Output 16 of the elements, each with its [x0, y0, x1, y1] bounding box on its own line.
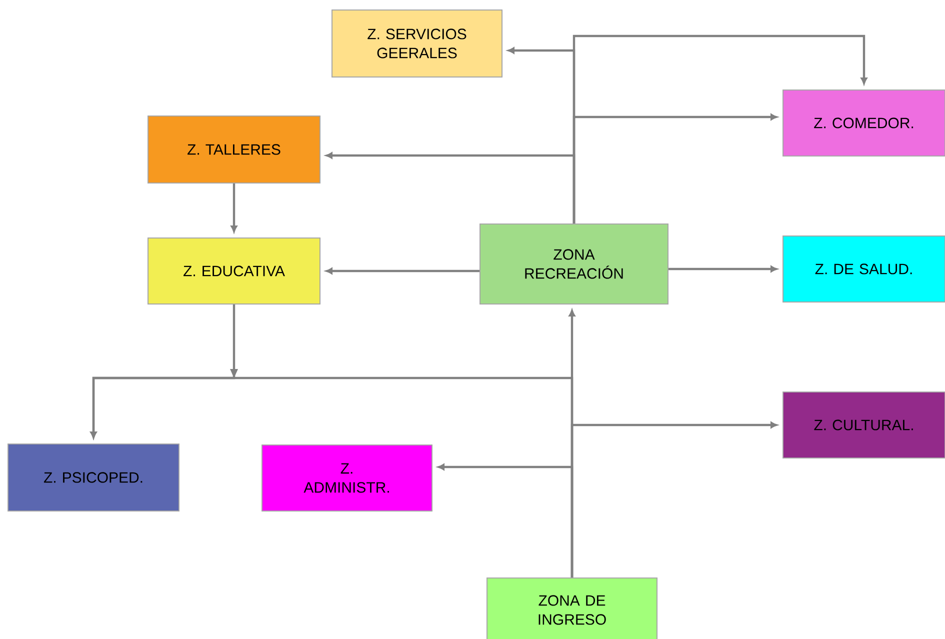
arrow	[438, 464, 574, 578]
zone-box: Z. ADMINISTR.	[262, 444, 432, 512]
arrow	[668, 266, 778, 272]
zone-box: Z. TALLERES	[148, 116, 320, 184]
zone-box: Z. EDUCATIVA	[148, 238, 320, 304]
arrow	[230, 184, 238, 232]
zone-box: ZONA RECREACIÓN	[480, 224, 668, 304]
zone-box: Z. CULTURAL.	[782, 392, 945, 458]
zone-box: Z. PSICOPED.	[8, 444, 180, 512]
arrow	[90, 304, 238, 438]
zone-box: Z. DE SALUD.	[782, 236, 945, 302]
arrow	[326, 152, 576, 224]
arrow	[326, 268, 480, 274]
zone-box: ZONA DE INGRESO	[486, 578, 658, 639]
zone-box: Z. COMEDOR.	[782, 90, 945, 156]
zone-box: Z. SERVICIOS GEERALES	[332, 10, 502, 78]
